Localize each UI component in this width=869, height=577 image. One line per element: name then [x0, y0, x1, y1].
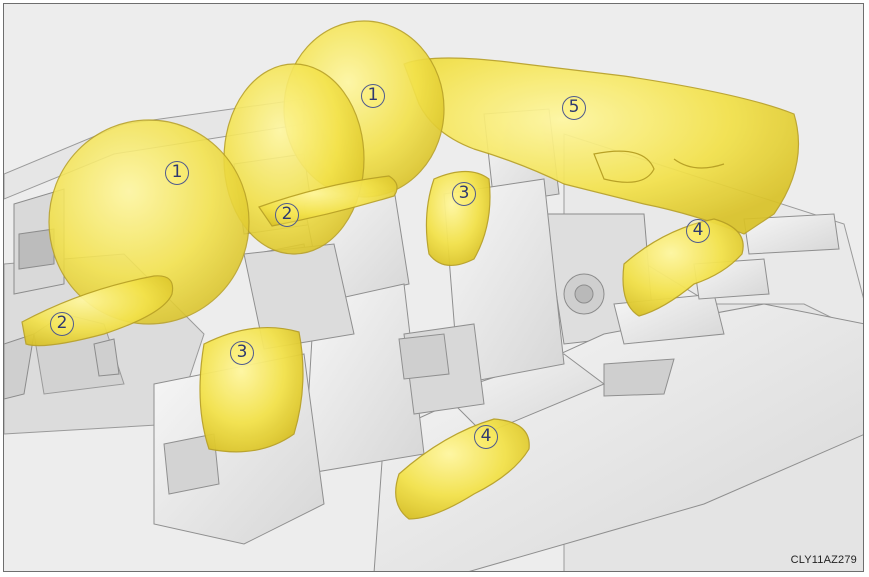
rear-seat — [373, 213, 863, 571]
airbag-location-diagram: 1 1 2 2 3 3 4 4 5 CLY11AZ279 — [3, 3, 864, 572]
figure-code: CLY11AZ279 — [790, 554, 857, 566]
callout-curtain-shield-airbag: 5 — [562, 96, 586, 120]
callout-front-seat-side-airbag-driver: 3 — [230, 341, 254, 365]
callout-front-airbag-driver: 1 — [165, 161, 189, 185]
airbags — [21, 20, 800, 520]
rear-side-airbag-near-shape — [395, 418, 530, 520]
callout-rear-side-airbag-far: 4 — [686, 219, 710, 243]
callout-rear-side-airbag-near: 4 — [474, 425, 498, 449]
callout-front-airbag-passenger: 1 — [361, 84, 385, 108]
callout-knee-airbag-driver: 2 — [50, 312, 74, 336]
callout-front-seat-side-airbag-passenger: 3 — [452, 182, 476, 206]
curtain-shield-airbag-shape — [403, 57, 800, 235]
car-interior-illustration — [4, 20, 863, 571]
callout-knee-airbag-passenger: 2 — [275, 203, 299, 227]
front-seat-side-airbag-driver-shape — [199, 326, 304, 453]
front-airbag-driver-shape — [48, 119, 250, 325]
